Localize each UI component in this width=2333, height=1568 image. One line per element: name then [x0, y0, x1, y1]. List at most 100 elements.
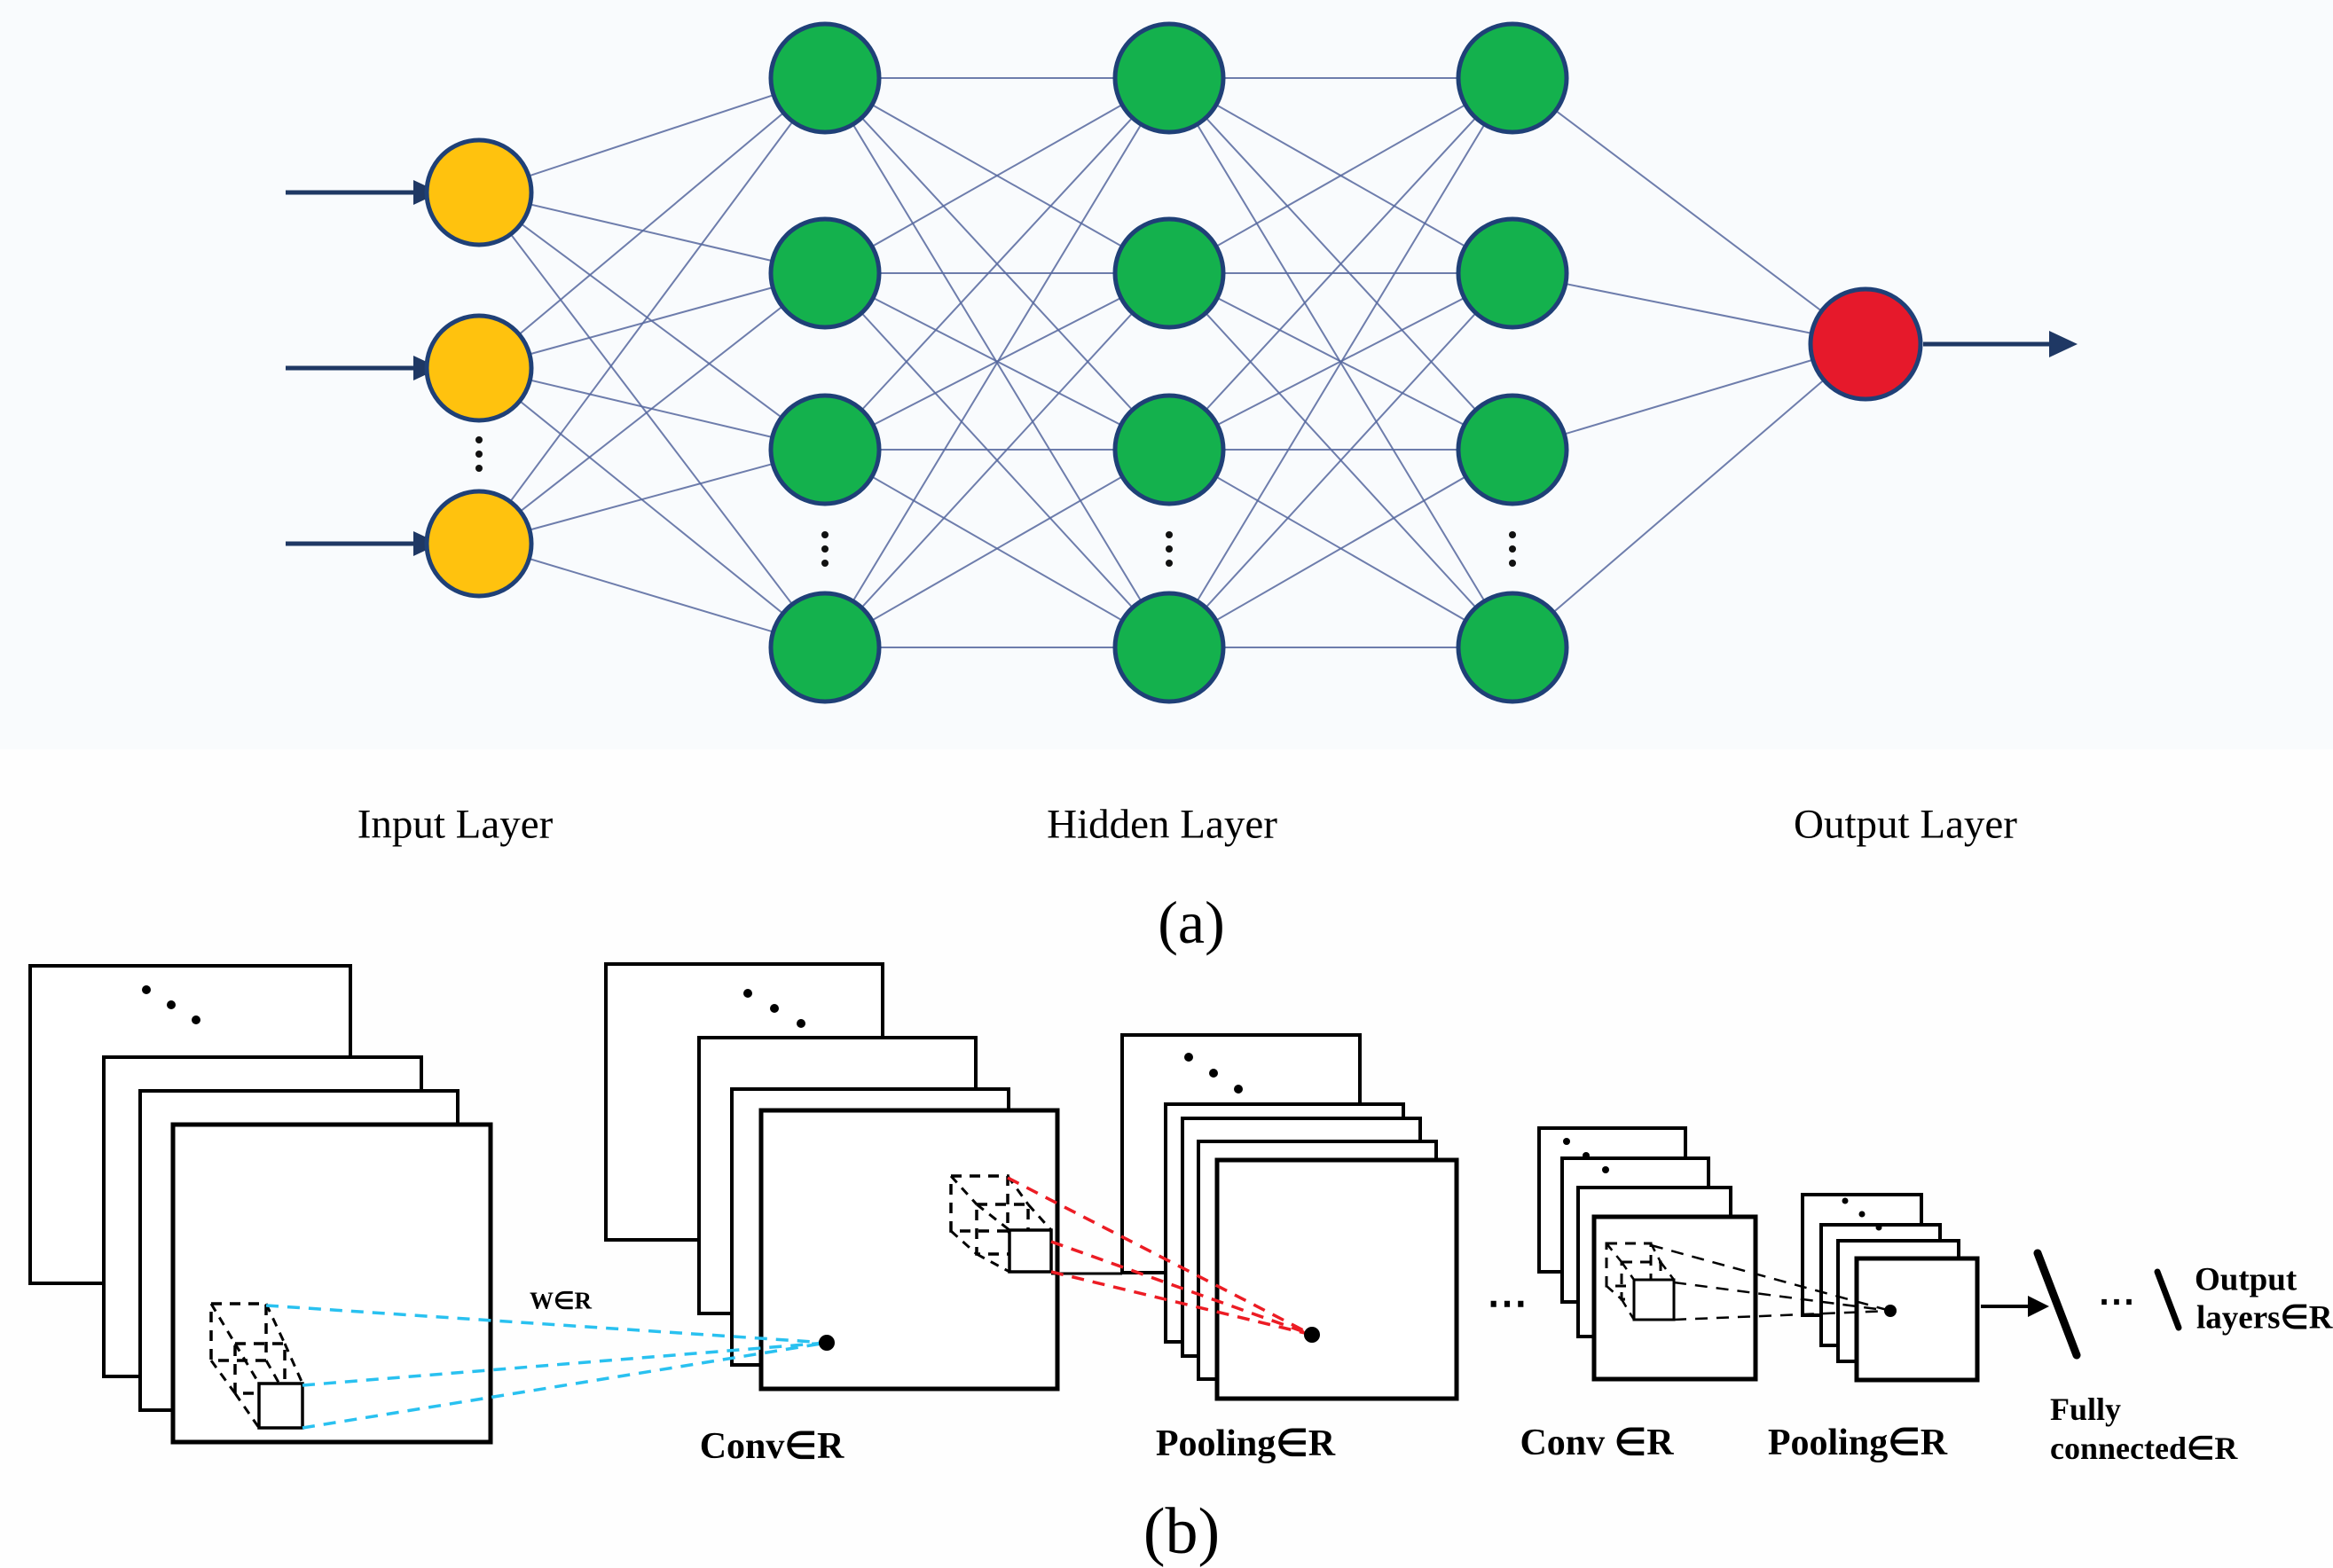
- edge: [478, 367, 826, 648]
- stack-ellipsis-dot: [743, 989, 752, 998]
- vertical-ellipsis-dot: [821, 545, 829, 553]
- kernel-cube-conv1-edge: [976, 1203, 1010, 1232]
- fully-connected-label-line1: Fully: [2050, 1392, 2122, 1427]
- kernel-cube-conv2-edge: [1606, 1243, 1622, 1263]
- kernel-cube-conv1-edge: [1026, 1203, 1053, 1231]
- edge: [1168, 272, 1513, 648]
- pool1-projection-line: [1007, 1176, 1313, 1337]
- edge: [478, 192, 826, 274]
- vertical-ellipsis-dot: [1509, 560, 1516, 567]
- panel-a-label: (a): [1158, 889, 1225, 956]
- pool1-projection-line: [1050, 1240, 1313, 1337]
- vertical-ellipsis-dot: [821, 560, 829, 567]
- edge: [1168, 77, 1513, 274]
- edge: [478, 449, 826, 545]
- kernel-cube-conv2-edge: [1620, 1261, 1636, 1281]
- fc-layer-slash: [2154, 1268, 2182, 1331]
- stack-ellipsis-dot: [797, 1019, 805, 1028]
- input-node: [424, 489, 534, 599]
- hidden-layer-label: Hidden Layer: [1047, 801, 1277, 848]
- edge: [478, 77, 826, 369]
- edge: [824, 77, 1170, 451]
- edge: [478, 192, 826, 648]
- edge: [1512, 272, 1866, 345]
- kernel-cube-input-edge: [264, 1360, 287, 1394]
- kernel-cube-conv2-front: [1632, 1278, 1676, 1321]
- kernel-cube-conv1-edge: [949, 1175, 978, 1205]
- pool2-feature-maps: [1854, 1256, 1980, 1383]
- conv2-projection-dot: [1884, 1305, 1897, 1317]
- conv1-projection-line: [265, 1304, 828, 1345]
- kernel-cube-conv2: [1605, 1242, 1653, 1288]
- stack-ellipsis-dot: [1875, 1224, 1882, 1231]
- hidden-node: [768, 21, 882, 135]
- vertical-ellipsis-dot: [1509, 545, 1516, 553]
- stack-ellipsis-dot: [770, 1004, 779, 1013]
- stack-ellipsis-dot: [1563, 1138, 1570, 1145]
- conv1-projection-line: [302, 1341, 828, 1430]
- kernel-cube-input-edge: [264, 1303, 287, 1345]
- stack-ellipsis-dot: [1583, 1152, 1590, 1159]
- pool1-projection-line: [1050, 1270, 1313, 1337]
- hidden-node: [1112, 216, 1226, 330]
- pool1-feature-maps: [1214, 1157, 1459, 1401]
- conv2-label: Conv ∈R: [1520, 1423, 1674, 1463]
- edge: [478, 272, 826, 369]
- hidden-node: [1112, 591, 1226, 704]
- edge: [1512, 343, 1866, 648]
- edge: [478, 543, 826, 648]
- edge: [824, 77, 1170, 648]
- output-layers-label-line2: layers∈R: [2196, 1299, 2333, 1337]
- edge: [1168, 449, 1513, 648]
- kernel-cube-conv1: [949, 1174, 1009, 1233]
- hidden-node: [1456, 21, 1569, 135]
- edge: [1168, 77, 1513, 648]
- hidden-node: [768, 216, 882, 330]
- kernel-cube-conv2-edge: [1659, 1261, 1676, 1281]
- kernel-cube-input-edge: [209, 1360, 237, 1394]
- hidden-node: [768, 591, 882, 704]
- stack-ellipsis-dot: [1858, 1211, 1866, 1218]
- conv1-projection-dot: [819, 1335, 835, 1351]
- kernel-cube-conv1-edge: [950, 1229, 978, 1256]
- stack-ellipsis-dot: [1209, 1069, 1218, 1078]
- vertical-ellipsis-dot: [1509, 531, 1516, 538]
- hidden-node: [1456, 216, 1569, 330]
- stack-ellipsis-dot: [167, 1000, 176, 1009]
- stack-ellipsis-dot: [1842, 1197, 1849, 1204]
- edge: [824, 272, 1170, 648]
- kernel-cube-conv2-edge: [1606, 1285, 1622, 1300]
- fully-connected-label-line2: connected∈R: [2050, 1431, 2238, 1466]
- pool2-label: Pooling∈R: [1767, 1423, 1948, 1463]
- pool1-label: Pooling∈R: [1155, 1423, 1336, 1464]
- vertical-ellipsis-dot: [1166, 560, 1173, 567]
- hidden-node: [1112, 393, 1226, 506]
- edge: [824, 77, 1170, 274]
- vertical-ellipsis-dot: [1166, 545, 1173, 553]
- stack-ellipsis-dot: [142, 985, 151, 994]
- fc-layer-slash: [2033, 1249, 2081, 1360]
- panel-b-label: (b): [1143, 1495, 1221, 1568]
- kernel-cube-input-edge: [209, 1303, 237, 1345]
- edge: [824, 449, 1170, 648]
- vertical-ellipsis-dot: [1166, 531, 1173, 538]
- between-stacks-ellipsis: ⋯: [1487, 1281, 1528, 1326]
- hidden-node: [768, 393, 882, 506]
- kernel-cube-input-edge: [233, 1392, 261, 1429]
- stack-ellipsis-dot: [192, 1015, 200, 1024]
- output-layers-label-line1: Output: [2195, 1261, 2298, 1298]
- fully-connected-arrowhead: [2028, 1296, 2049, 1317]
- stack-ellipsis-dot: [1602, 1166, 1609, 1173]
- pool1-projection-dot: [1304, 1327, 1320, 1343]
- output-layer-label: Output Layer: [1794, 801, 2017, 848]
- edge: [478, 77, 826, 545]
- kernel-cube-input: [233, 1342, 287, 1395]
- fc-ellipsis: ⋯: [2098, 1282, 2135, 1322]
- hidden-node: [1456, 591, 1569, 704]
- kernel-cube-input: [209, 1302, 268, 1362]
- vertical-ellipsis-dot: [821, 531, 829, 538]
- conv1-projection-line: [302, 1341, 828, 1387]
- input-node: [424, 313, 534, 423]
